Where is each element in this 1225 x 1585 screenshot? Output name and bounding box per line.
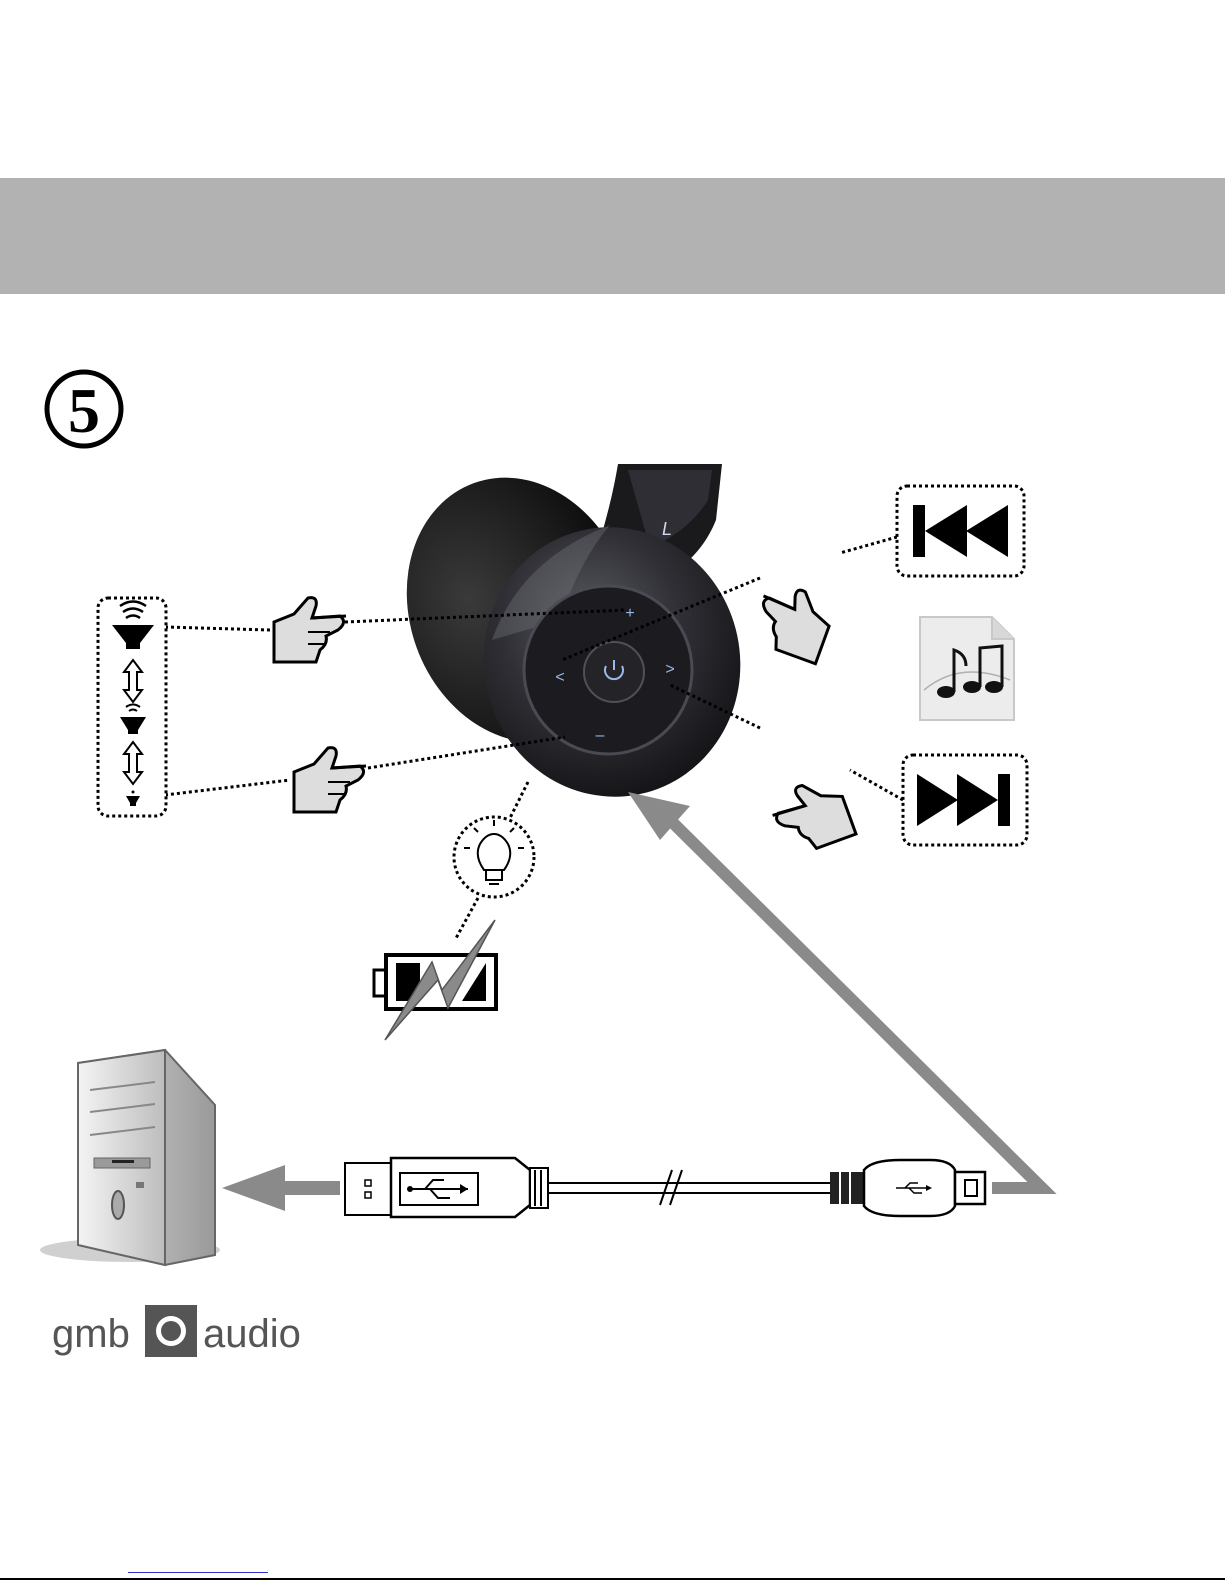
computer-arrow [222,1165,340,1211]
logo-text-left: gmb [52,1312,130,1356]
battery-charging-icon [374,920,496,1040]
step-number: 5 [68,375,100,446]
previous-track-panel [897,486,1024,576]
pointing-hand-icon [766,774,856,859]
pointing-hand-icon [294,748,366,812]
next-button-label: > [665,661,674,678]
music-file-icon [920,617,1014,720]
logo-text-right: audio [203,1312,301,1356]
volume-down-button-label: – [596,727,605,744]
volume-levels-panel [98,598,166,816]
charge-flow-arrow [628,792,1042,1188]
footer-link-underline [128,1572,268,1573]
pointing-hand-icon [748,579,838,664]
previous-button-label: < [555,669,564,686]
side-label: L [662,519,672,539]
next-track-panel [903,755,1027,845]
footer-rule [0,1578,1225,1580]
led-indicator-panel [454,817,534,897]
gmb-audio-logo: gmb audio [52,1305,301,1357]
step-number-badge: 5 [47,372,121,446]
headphone-earcup: L + – < > [370,446,765,821]
volume-up-button-label: + [625,605,634,622]
usb-cable-icon [345,1158,985,1217]
pointing-hand-icon [274,598,346,662]
desktop-tower-icon [40,1050,220,1265]
